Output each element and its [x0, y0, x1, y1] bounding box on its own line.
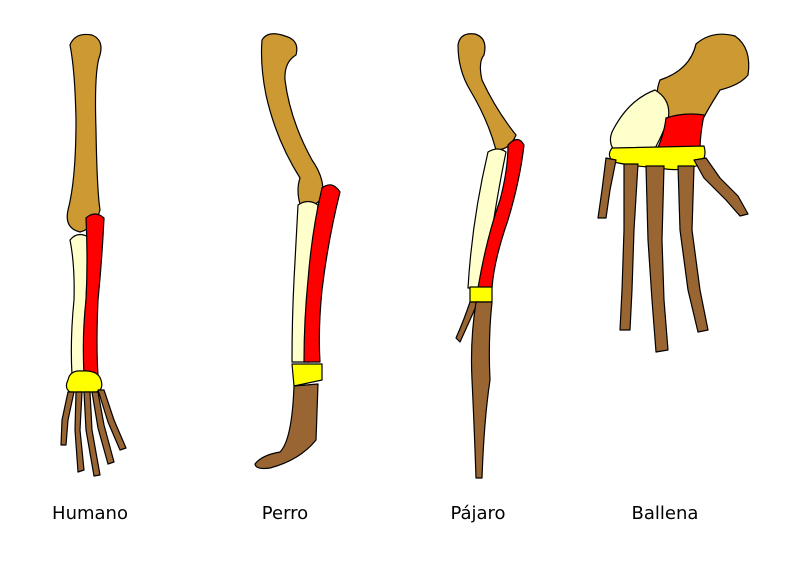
human-limb [60, 33, 127, 477]
bird-radius [477, 138, 525, 289]
label-perro: Perro [261, 503, 309, 524]
whale-limb [597, 33, 750, 353]
human-radius [82, 213, 105, 376]
bird-humerus [457, 33, 517, 151]
dog-limb [254, 33, 341, 470]
whale-humerus [656, 33, 750, 126]
whale-hand [597, 157, 749, 353]
label-ballena: Ballena [631, 503, 699, 524]
bird-carpals [469, 286, 493, 303]
human-hand [60, 389, 127, 477]
dog-paw [254, 383, 319, 470]
dog-radius [303, 184, 341, 363]
human-humerus [66, 33, 102, 233]
label-humano: Humano [52, 503, 128, 524]
bird-limb [455, 33, 525, 479]
label-pajaro: Pájaro [450, 503, 506, 524]
bird-hand [455, 301, 493, 479]
dog-carpals [291, 363, 323, 387]
dog-humerus [260, 33, 324, 207]
human-carpals [65, 370, 103, 393]
